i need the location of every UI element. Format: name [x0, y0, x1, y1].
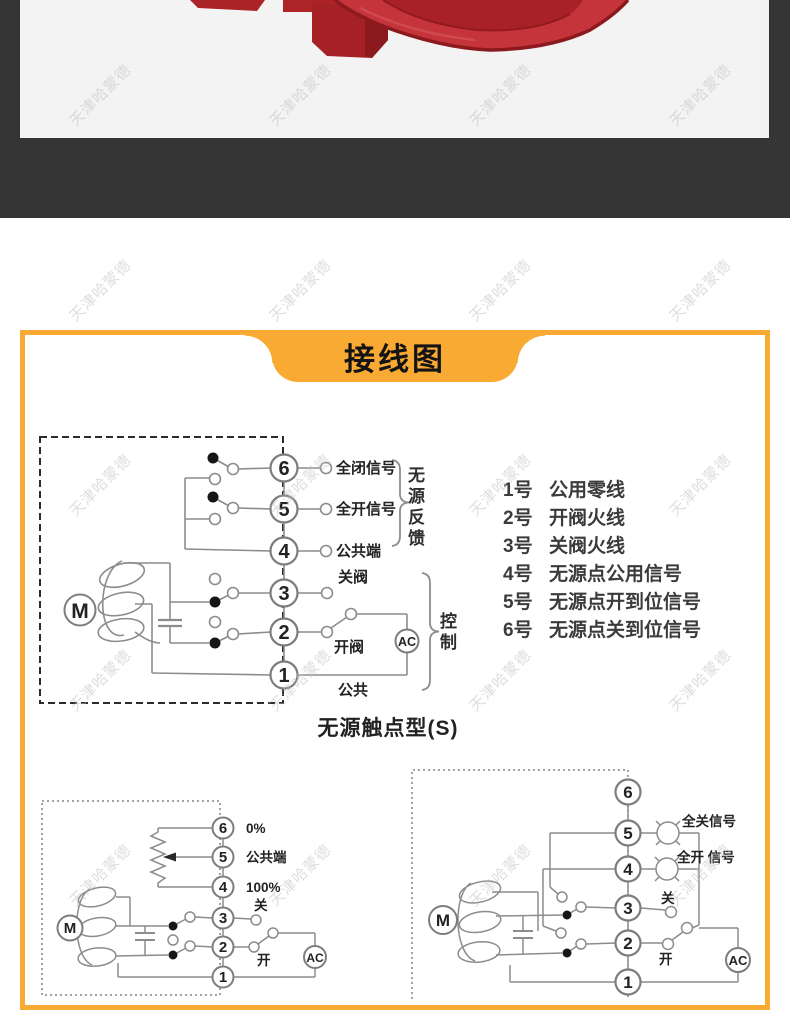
ac-label: AC	[729, 953, 748, 968]
legend-desc: 公用零线	[549, 480, 626, 501]
diagram1-contacts	[207, 452, 358, 649]
lamp-open-signal-icon	[655, 857, 679, 881]
label-open: 开	[257, 953, 271, 968]
diagram2-contacts	[167, 911, 279, 960]
motor-label: M	[71, 600, 89, 623]
wiring-title-banner: 接线图	[245, 330, 545, 382]
terminal-number: 4	[219, 879, 228, 896]
diagram1-terminals: 6 5 4 3 2 1	[269, 453, 299, 690]
diagram3-wires	[411, 769, 739, 999]
legend-item: 6号 无源点关到位信号	[503, 621, 701, 641]
ac-source-symbol	[725, 947, 751, 973]
label-0pct: 0%	[246, 821, 266, 836]
wiper-arrow	[163, 852, 176, 862]
label-open-valve: 开阀	[334, 638, 364, 656]
terminal-number: 6	[219, 820, 227, 837]
terminal-number: 1	[219, 969, 227, 986]
diagram1-caption: 无源触点型(S)	[317, 717, 459, 740]
legend-item: 5号 无源点开到位信号	[503, 593, 701, 613]
legend-desc: 无源点开到位信号	[549, 592, 702, 613]
diagram1-wires	[39, 436, 440, 704]
terminal-number: 6	[278, 458, 289, 480]
terminal-number: 4	[623, 860, 633, 879]
terminal-number: 1	[623, 973, 632, 992]
bracket-label-control: 控制	[437, 612, 456, 654]
legend-item: 1号 公用零线	[503, 481, 701, 501]
legend-desc: 开阀火线	[549, 508, 626, 529]
label-open: 开	[659, 952, 673, 967]
wiring-diagram-passive-contact: 6 5 4 3 2 1 M AC 全闭信号 全开信号 公共端 关阀 开阀 公共	[39, 436, 440, 704]
label-open-signal: 全开 信号	[676, 849, 735, 865]
legend-item: 3号 关阀火线	[503, 537, 701, 557]
dark-band-section	[0, 0, 790, 218]
ac-label: AC	[398, 635, 416, 649]
legend-num: 1号	[503, 480, 533, 501]
terminal-number: 6	[623, 783, 632, 802]
diagram2-labels: 0% 公共端 100% 关 开	[246, 821, 287, 968]
watermark-text: 天津哈蒙德	[666, 256, 736, 326]
legend-num: 6号	[503, 620, 533, 641]
label-closed-signal: 全闭信号	[335, 459, 396, 477]
terminal-number: 2	[278, 622, 289, 644]
terminal-number: 3	[623, 899, 632, 918]
label-common: 公共	[338, 682, 368, 699]
watermark-text: 天津哈蒙德	[66, 256, 136, 326]
motor-symbol	[56, 914, 84, 942]
wiring-diagram-potentiometer: 6 5 4 3 2 1 M AC 0% 公共端 100% 关 开	[41, 800, 327, 996]
legend-desc: 无源点公用信号	[549, 564, 683, 585]
label-open-signal: 全开信号	[335, 500, 396, 518]
wiring-diagram-lamp-feedback: 6 5 4 3 2 1 M AC 全关信号 全开 信号 关 开	[411, 769, 751, 999]
motor-label: M	[64, 920, 77, 937]
watermark-text: 天津哈蒙德	[266, 256, 336, 326]
diagram3-labels: 全关信号 全开 信号 关 开	[659, 813, 736, 967]
terminal-number: 3	[278, 583, 289, 605]
wiring-card: 接线图	[20, 330, 770, 1010]
label-closed-signal: 全关信号	[681, 813, 736, 829]
diagram3-contacts	[555, 821, 694, 958]
legend-num: 5号	[503, 592, 533, 613]
label-close: 关	[661, 890, 675, 906]
bracket-label-passive-feedback: 无源反馈	[405, 466, 424, 550]
label-close-valve: 关阀	[338, 568, 368, 586]
legend-desc: 关阀火线	[549, 536, 626, 557]
terminal-number: 5	[623, 824, 632, 843]
terminal-number: 4	[278, 541, 290, 563]
lamp-closed-signal-icon	[656, 821, 680, 845]
label-close: 关	[254, 897, 268, 913]
motor-symbol	[63, 593, 97, 627]
legend-num: 3号	[503, 536, 533, 557]
ac-source-symbol	[394, 628, 420, 654]
legend-item: 2号 开阀火线	[503, 509, 701, 529]
diagram2-terminals: 6 5 4 3 2 1	[211, 816, 235, 989]
diagram3-terminals: 6 5 4 3 2 1	[614, 778, 642, 996]
diagram1-labels: 全闭信号 全开信号 公共端 关阀 开阀 公共	[334, 459, 396, 699]
terminal-number: 5	[219, 849, 227, 866]
terminal-number: 5	[278, 499, 289, 521]
product-photo	[20, 0, 769, 138]
terminal-number: 1	[278, 665, 289, 687]
legend-num: 2号	[503, 508, 533, 529]
diagram2-wires	[41, 800, 316, 996]
terminal-number: 2	[219, 939, 227, 956]
label-100pct: 100%	[246, 880, 281, 895]
legend-desc: 无源点关到位信号	[549, 620, 702, 641]
ac-label: AC	[306, 951, 324, 965]
legend-num: 4号	[503, 564, 533, 585]
label-common-terminal: 公共端	[336, 542, 381, 560]
motor-label: M	[436, 911, 450, 930]
terminal-number: 3	[219, 910, 227, 927]
legend-item: 4号 无源点公用信号	[503, 565, 701, 585]
banner-title: 接线图	[344, 341, 446, 377]
motor-symbol	[428, 905, 458, 935]
terminal-legend: 1号 公用零线 2号 开阀火线 3号 关阀火线 4号 无源点公用信号 5号 无源…	[503, 481, 701, 641]
watermark-text: 天津哈蒙德	[466, 256, 536, 326]
terminal-number: 2	[623, 934, 632, 953]
red-valve-image	[190, 0, 630, 58]
label-common-terminal: 公共端	[246, 849, 287, 865]
ac-source-symbol	[303, 945, 327, 969]
